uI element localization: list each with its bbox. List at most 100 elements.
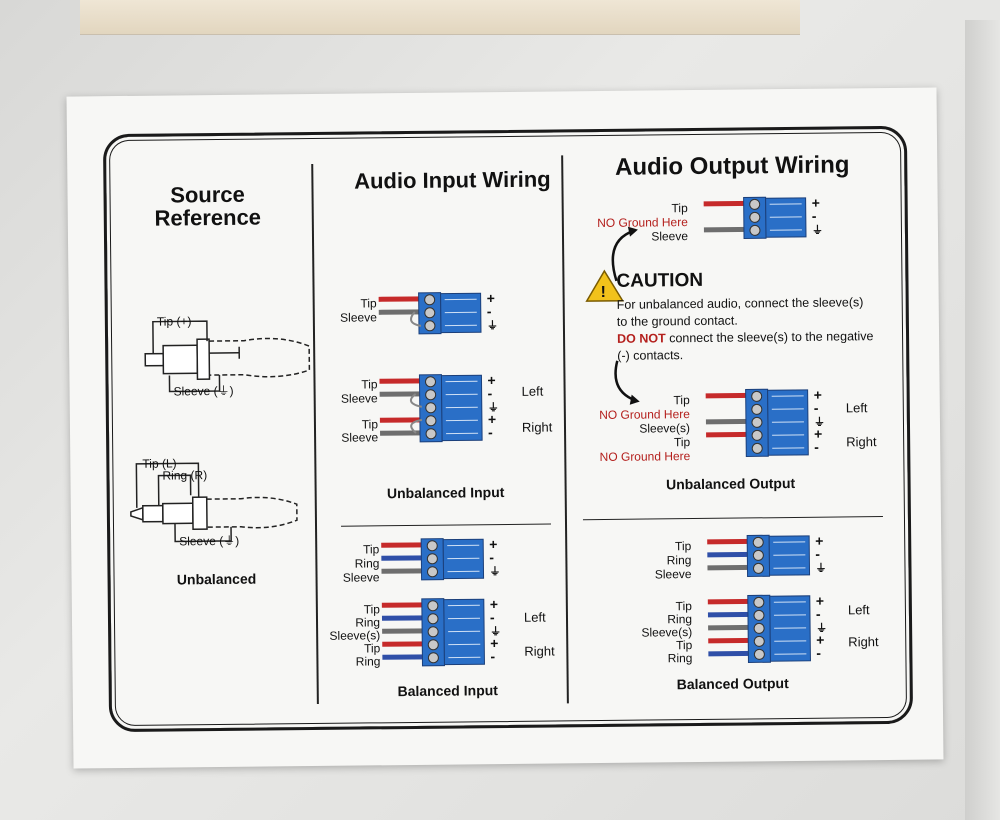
in-unbal-st-sleeve1-label: Sleeve [340,391,378,406]
out-top-screw-icon-2 [749,211,761,223]
out-unbal-st-wire-1 [705,392,752,399]
out-top-no-ground-label: NO Ground Here [597,215,688,231]
out-bal-st-wire-4 [708,637,755,644]
out-top-sleeve-label: Sleeve [651,229,689,244]
out-unbal-right-label: Right [846,434,877,450]
out-top-screw-icon-3 [749,224,761,236]
in-bal-st-sign-5: - [490,648,495,664]
in-bal-st-sign-4: + [490,635,498,651]
in-unbal-st-screw-icon-3 [425,402,437,414]
in-bal-mono-sleeve-label: Sleeve [342,570,380,585]
out-bal-mono-screw-icon-2 [752,549,764,561]
out-top-sign-3: ⏚ [812,224,823,237]
out-bal-mono-sign-1: + [815,533,823,549]
in-bal-st-screw-icon-3 [427,626,439,638]
in-bal-st-screw-icon-5 [427,652,439,664]
in-bal-mono-sign-3: ⏚ [489,565,500,578]
in-bal-st-screw-icon-4 [427,639,439,651]
in-bal-mono-wire-2 [381,555,428,561]
curved-arrow-head-down [629,394,640,405]
out-unbal-st-sign-2: - [814,400,819,416]
warning-exclamation: ! [600,284,606,301]
in-bal-caption: Balanced Input [397,682,498,700]
in-bal-st-wire-1 [381,602,428,608]
out-unbal-label-5: NO Ground Here [599,449,691,465]
in-unbal-mono-jumper [410,311,422,327]
in-unbal-mono-sleeve-label: Sleeve [340,310,377,325]
out-bal-st-screw-icon-2 [753,609,765,621]
out-bal-st-wire-2 [707,611,754,618]
in-unbal-mono-wire-2 [378,309,425,315]
out-bal-caption: Balanced Output [676,675,789,693]
out-unbal-st-screw-icon-2 [751,403,763,415]
curved-arrow-icon-up [611,229,635,282]
caution-title: CAUTION [616,269,704,292]
curved-arrow-head-up [627,226,638,237]
out-bal-st-wire-5 [708,650,755,657]
in-bal-st-wire-5 [382,654,429,660]
in-bal-st-screw-icon-2 [427,613,439,625]
out-top-wire-1 [703,200,750,207]
out-bal-mono-screw-icon-3 [752,562,764,574]
bag-edge [965,20,1000,820]
out-bal-mono-wire-2 [707,551,754,558]
source-plug-drawings [130,320,311,543]
out-bal-mono-wire-1 [707,538,754,545]
in-unbal-st-jumper-1 [409,393,422,408]
in-bal-st-sign-2: - [490,609,495,625]
in-bal-mono-wire-1 [381,542,428,548]
in-unbal-st-sign-5: - [488,424,493,440]
in-bal-mono-wire-3 [381,568,428,574]
in-bal-st-wire-3 [382,628,429,634]
in-unbal-st-sign-2: - [488,385,493,401]
in-unbal-mono-sign-1: + [487,290,495,306]
out-bal-mono-wire-3 [707,564,754,571]
in-unbal-right-label: Right [521,419,553,435]
out-bal-mono-ring-label: Ring [666,553,692,568]
warning-triangle-icon [585,269,625,302]
out-unbal-caption: Unbalanced Output [665,474,796,493]
out-top-tip-label: Tip [671,201,688,216]
in-bal-right-label: Right [524,643,555,659]
out-bal-st-sign-2: - [816,606,821,622]
in-bal-st-sign-1: + [490,596,498,612]
in-unbal-st-wire-1 [379,378,426,384]
out-unbal-label-4: Tip [673,435,691,450]
out-bal-mono-sign-3: ⏚ [815,562,826,575]
out-unbal-left-label: Left [845,400,868,416]
in-bal-mono-sign-1: + [489,536,497,552]
in-bal-mono-sign-2: - [489,549,494,565]
out-bal-st-screw-icon-1 [753,596,765,608]
in-unbal-caption: Unbalanced Input [386,484,505,502]
in-unbal-left-label: Left [521,383,544,399]
out-unbal-st-wire-3 [705,418,752,425]
in-bal-mono-screw-icon-3 [427,566,439,578]
rca-plug-icon [144,320,311,393]
out-bal-mono-sleeve-label: Sleeve [654,567,692,582]
in-unbal-st-screw-icon-4 [425,415,437,427]
in-unbal-mono-sign-3: ⏚ [487,319,498,332]
out-unbal-st-sign-3: ⏚ [814,416,825,429]
in-unbal-mono-pin-housing [440,292,482,334]
in-bal-st-sign-3: ⏚ [490,625,501,638]
out-bal-st-sign-5: - [816,645,821,661]
in-bal-st-wire-2 [381,615,429,621]
in-bal-mono-tip-label: Tip [362,542,380,557]
in-bal-mono-screw-icon-2 [426,553,438,565]
out-bal-mono-sign-2: - [815,546,820,562]
in-unbal-mono-tip-label: Tip [360,296,377,311]
wiring-diagrams: +-⏚+-⏚+-+-⏚+-⏚+-+-⏚+-⏚+-+-⏚+-⏚+-! [378,195,827,667]
in-bal-st-screw-icon-1 [427,600,439,612]
caution-do-not: DO NOT [616,331,666,346]
out-unbal-st-screw-icon-4 [751,429,763,441]
out-bal-left-label: Left [847,602,870,618]
in-unbal-st-sign-1: + [487,372,495,388]
caution-line-1: For unbalanced audio, connect the sleeve… [616,295,864,329]
in-unbal-st-jumper-2 [410,418,423,434]
out-bal-st-screw-icon-3 [753,622,765,634]
out-bal-st-screw-icon-5 [753,648,765,660]
out-unbal-st-screw-icon-1 [751,390,763,402]
out-bal-st-label-5: Ring [667,651,693,666]
in-bal-st-label-5: Ring [355,654,381,669]
in-unbal-mono-sign-2: - [487,303,492,319]
